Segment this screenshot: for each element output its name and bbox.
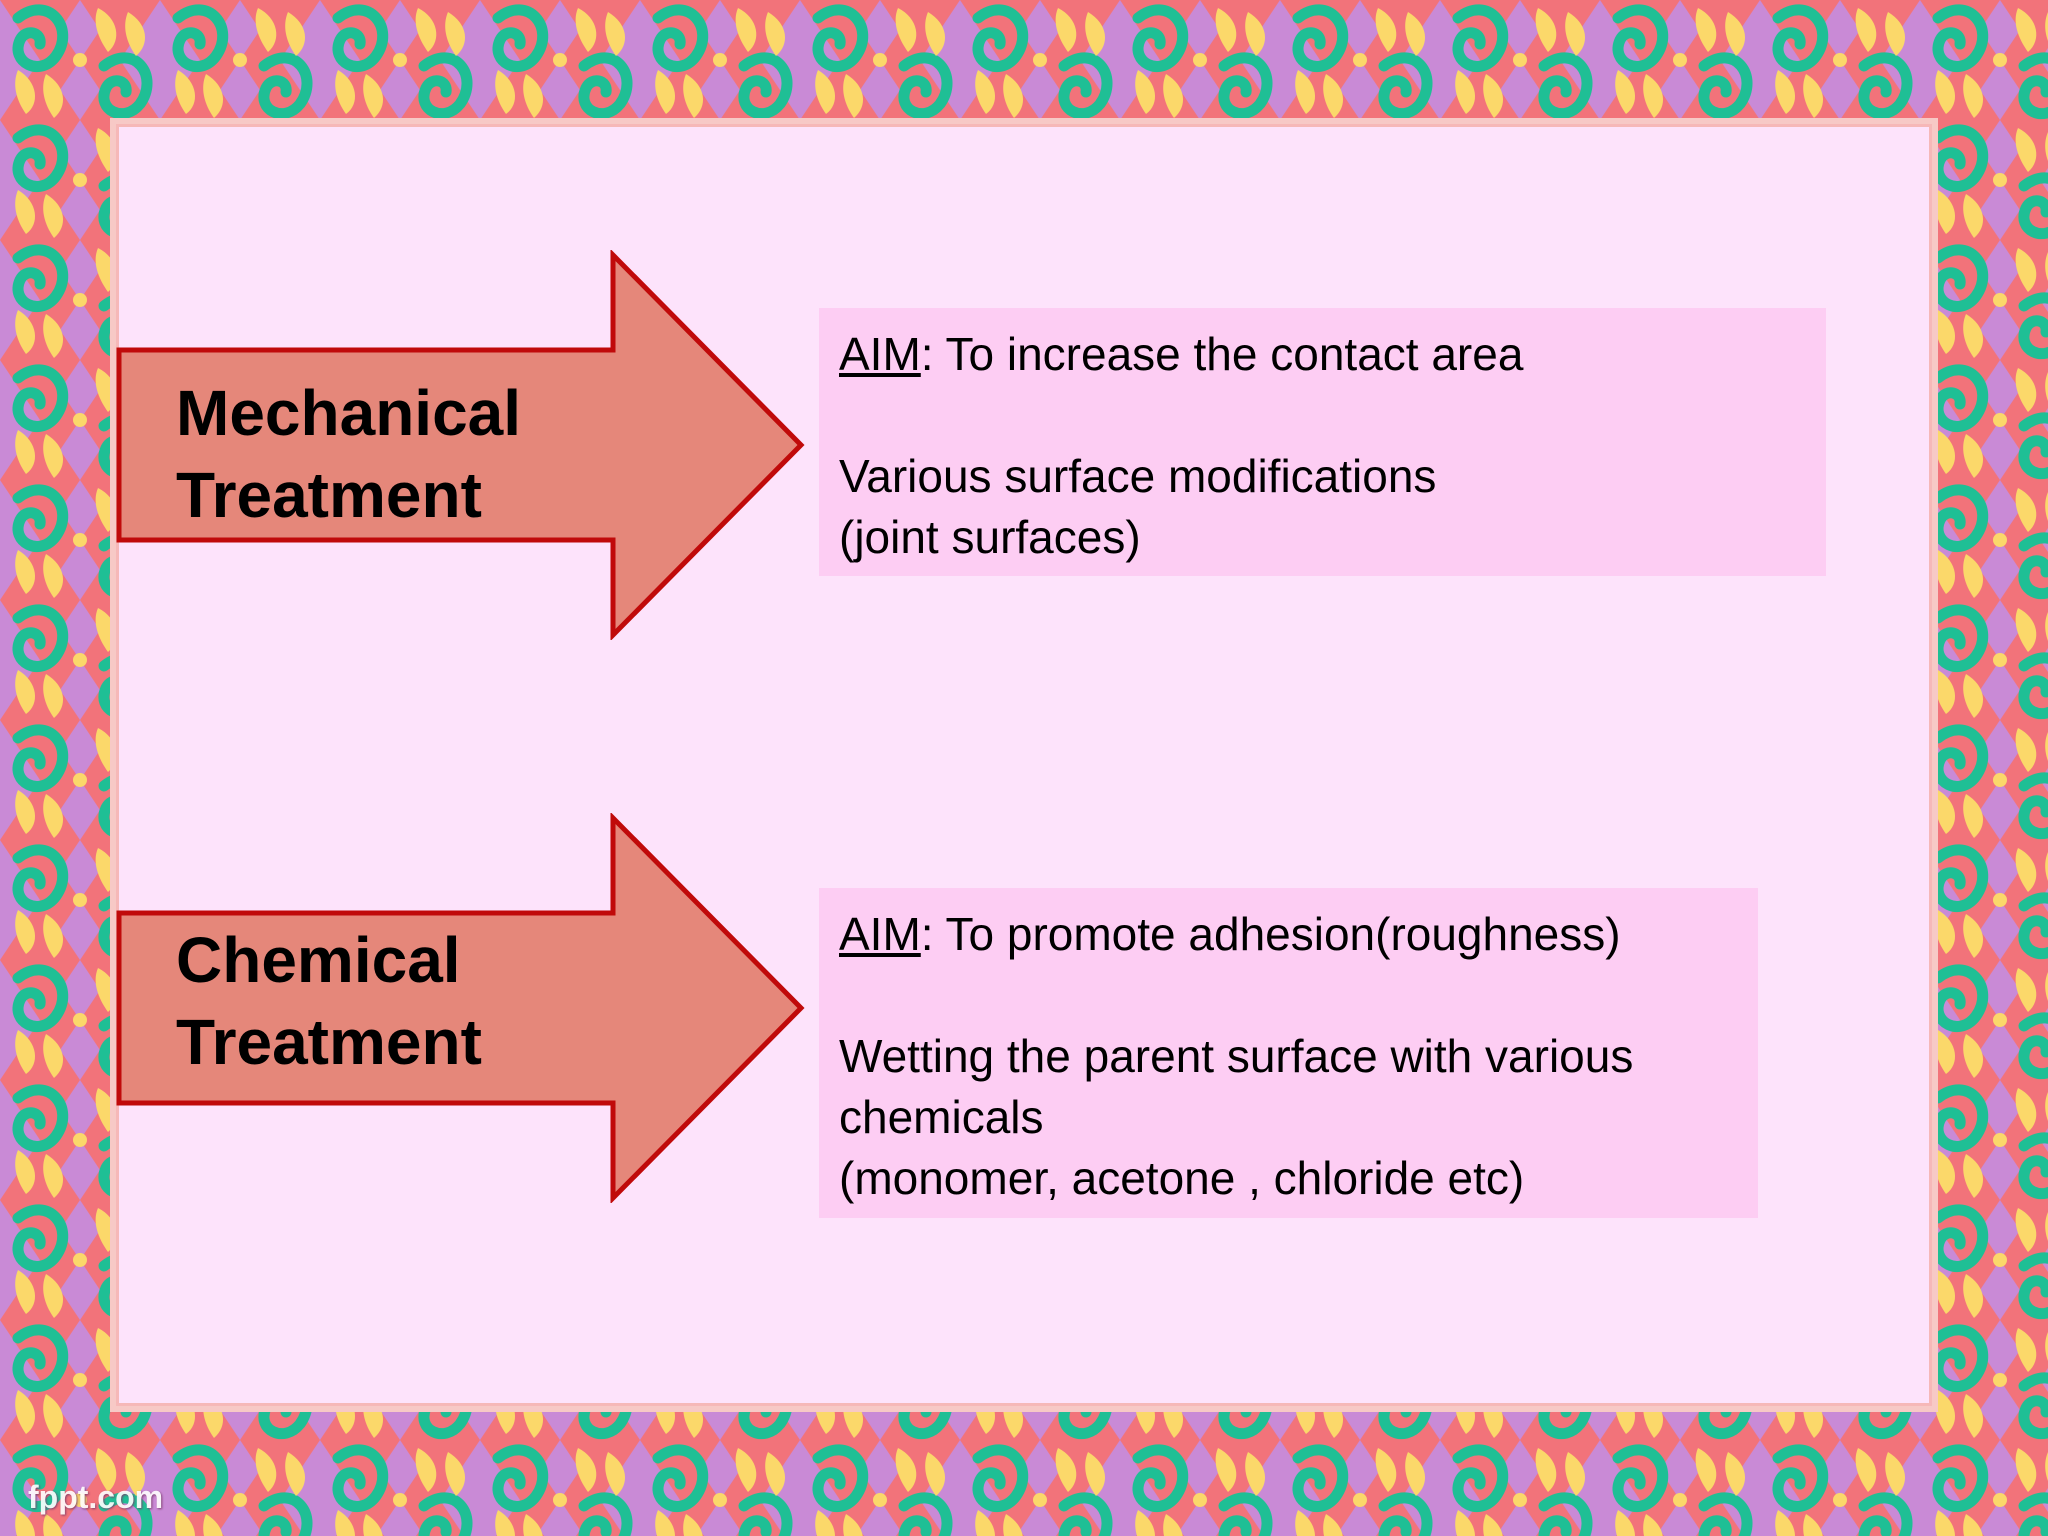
watermark-text: fppt.com xyxy=(28,1479,164,1515)
chemical-description-box: AIM: To promote adhesion(roughness) Wett… xyxy=(819,888,1758,1218)
chemical-arrow-shape xyxy=(116,813,805,1203)
mechanical-title-line2: Treatment xyxy=(176,459,482,531)
mechanical-aim-text: : To increase the contact area xyxy=(920,328,1524,380)
chemical-detail-line2: (monomer, acetone , chloride etc) xyxy=(839,1152,1525,1204)
spacer xyxy=(839,965,1738,1026)
mechanical-arrow-shape xyxy=(116,250,805,640)
chemical-title-line1: Chemical xyxy=(176,924,461,996)
chemical-treatment-title: Chemical Treatment xyxy=(176,919,636,1083)
chemical-aim-line: AIM: To promote adhesion(roughness) xyxy=(839,904,1738,965)
mechanical-treatment-title: Mechanical Treatment xyxy=(176,372,636,536)
mechanical-detail-line2: (joint surfaces) xyxy=(839,511,1141,563)
mechanical-description-box: AIM: To increase the contact area Variou… xyxy=(819,308,1826,576)
spacer xyxy=(839,385,1806,446)
mechanical-aim-line: AIM: To increase the contact area xyxy=(839,324,1806,385)
chemical-title-line2: Treatment xyxy=(176,1006,482,1078)
mechanical-aim-key: AIM xyxy=(839,328,921,380)
chemical-aim-text: : To promote adhesion(roughness) xyxy=(920,908,1621,960)
mechanical-title-line1: Mechanical xyxy=(176,377,522,449)
chemical-aim-key: AIM xyxy=(839,908,921,960)
mechanical-detail-line1: Various surface modifications xyxy=(839,450,1437,502)
chemical-detail-line1: Wetting the parent surface with various … xyxy=(839,1030,1634,1143)
